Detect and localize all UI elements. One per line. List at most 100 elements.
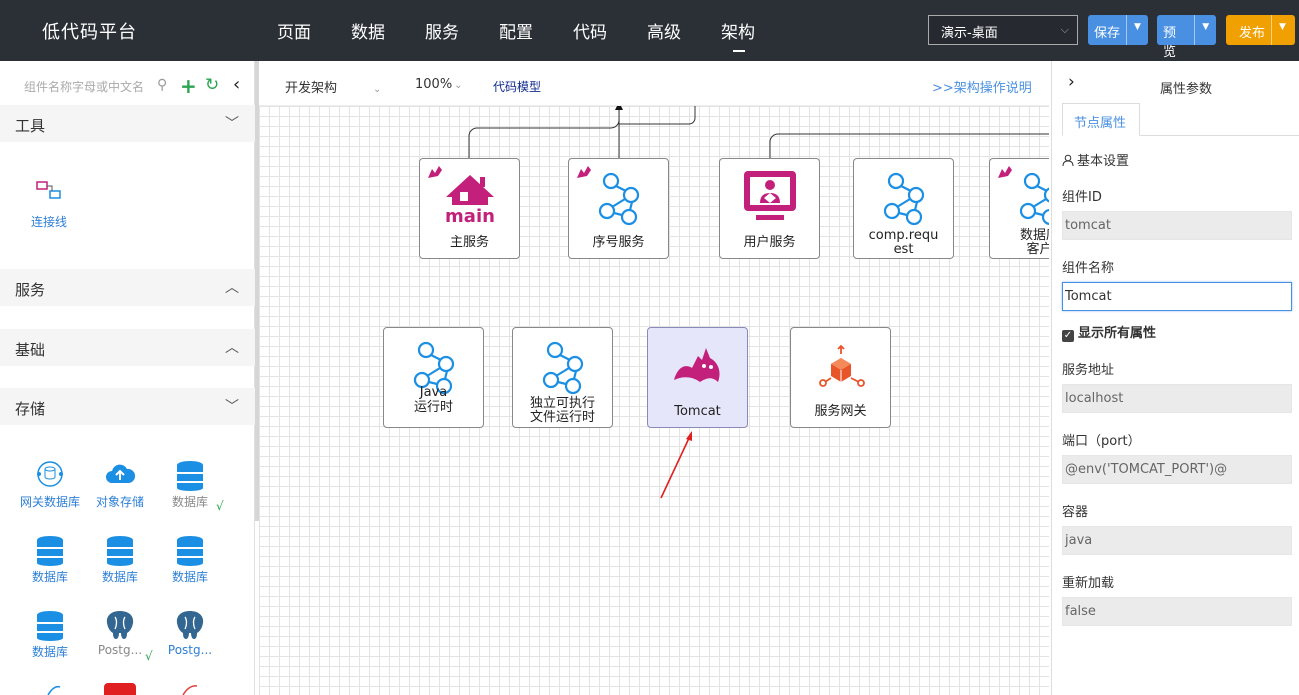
chevron-down-icon: ⌄ xyxy=(454,80,463,91)
node-label: 数据库 xyxy=(1019,228,1049,243)
main-menu: 页面 数据 服务 配置 代码 高级 架构 xyxy=(277,18,795,52)
collapse-left-icon[interactable]: ‹ xyxy=(233,74,241,95)
service-address-field[interactable]: localhost xyxy=(1062,384,1292,413)
palette-item-label: 连接线 xyxy=(30,215,67,229)
service-address-label: 服务地址 xyxy=(1062,363,1115,378)
node-user-service[interactable]: 用户服务 xyxy=(719,158,820,259)
canvas-toolbar: 开发架构⌄ 100%⌄ 代码模型 >>架构操作说明 xyxy=(259,61,1049,106)
database-icon xyxy=(155,534,225,568)
save-dropdown-caret-icon[interactable]: ▼ xyxy=(1126,15,1148,45)
node-sequence-service[interactable]: 序号服务 xyxy=(568,158,669,259)
palette-item-label: 数据库 xyxy=(171,570,208,584)
section-storage[interactable]: 存储 ﹀ xyxy=(0,388,255,425)
graph-icon xyxy=(854,167,953,229)
partial-palette-icon xyxy=(104,683,136,695)
menu-config[interactable]: 配置 xyxy=(499,23,533,43)
preview-button[interactable]: 预览 ▼ xyxy=(1157,15,1216,60)
palette-item-postgresql[interactable]: Postg... xyxy=(85,609,155,657)
section-service-title: 服务 xyxy=(15,281,46,299)
section-tools[interactable]: 工具 ﹀ xyxy=(0,105,255,142)
component-search-input[interactable]: 组件名称字母或中文名 xyxy=(24,80,145,94)
save-button[interactable]: 保存 ▼ xyxy=(1088,15,1148,45)
gateway-cube-icon xyxy=(791,336,890,398)
code-model-link[interactable]: 代码模型 xyxy=(493,80,542,94)
mode-select-value: 开发架构 xyxy=(285,81,338,96)
refresh-icon[interactable]: ↻ xyxy=(205,75,220,95)
properties-tabs: 节点属性 xyxy=(1062,103,1299,136)
palette-item-label: Postg... xyxy=(97,643,143,657)
palette-item-database[interactable]: 数据库 xyxy=(85,534,155,585)
show-all-properties-label: 显示所有属性 xyxy=(1078,326,1157,341)
menu-page[interactable]: 页面 xyxy=(277,23,311,43)
preview-dropdown-caret-icon[interactable]: ▼ xyxy=(1194,15,1216,45)
graph-icon xyxy=(513,336,612,398)
palette-item-label: 对象存储 xyxy=(95,495,144,509)
container-label: 容器 xyxy=(1062,505,1089,520)
partial-palette-icon xyxy=(47,685,61,695)
palette-item-database[interactable]: 数据库 xyxy=(155,534,225,585)
palette-item-database[interactable]: 数据库 xyxy=(15,609,85,660)
section-tools-title: 工具 xyxy=(15,117,46,135)
section-storage-title: 存储 xyxy=(15,400,46,418)
node-main-service[interactable]: main 主服务 xyxy=(419,158,520,259)
port-label: 端口（port） xyxy=(1062,434,1141,449)
tab-node-properties[interactable]: 节点属性 xyxy=(1062,103,1140,136)
container-field[interactable]: java xyxy=(1062,526,1292,555)
chevron-up-icon: ︿ xyxy=(225,280,239,296)
database-icon xyxy=(155,459,225,493)
menu-advanced[interactable]: 高级 xyxy=(647,23,681,43)
palette-item-connector[interactable]: 连接线 xyxy=(14,179,84,230)
menu-service[interactable]: 服务 xyxy=(425,23,459,43)
port-field[interactable]: @env('TOMCAT_PORT')@ xyxy=(1062,455,1292,484)
component-id-field[interactable]: tomcat xyxy=(1062,211,1292,240)
palette-item-database[interactable]: 数据库 xyxy=(15,534,85,585)
mode-select[interactable]: 开发架构⌄ xyxy=(285,77,381,96)
publish-label: 发布 xyxy=(1239,26,1266,41)
publish-dropdown-caret-icon[interactable]: ▼ xyxy=(1271,15,1293,45)
node-label: comp.requ xyxy=(868,228,939,243)
chevron-up-icon: ︿ xyxy=(225,340,239,356)
palette-item-gateway-db[interactable]: 网关数据库 xyxy=(15,459,85,510)
zoom-select[interactable]: 100%⌄ xyxy=(415,77,463,92)
architecture-help-link[interactable]: >>架构操作说明 xyxy=(932,81,1032,96)
menu-code[interactable]: 代码 xyxy=(573,23,607,43)
collapse-right-icon[interactable]: › xyxy=(1068,72,1075,92)
menu-architecture[interactable]: 架构 xyxy=(721,18,755,52)
node-label-line2: 文件运行时 xyxy=(529,410,595,425)
reload-field[interactable]: false xyxy=(1062,597,1292,626)
section-service[interactable]: 服务 ︿ xyxy=(0,269,255,306)
graph-icon xyxy=(990,167,1049,229)
graph-icon xyxy=(569,167,668,229)
tomcat-tag-icon xyxy=(428,166,442,178)
menu-data[interactable]: 数据 xyxy=(351,23,385,43)
node-db-client[interactable]: 数据库 客户 xyxy=(989,158,1049,259)
node-tomcat[interactable]: Tomcat xyxy=(647,327,748,428)
node-service-gateway[interactable]: 服务网关 xyxy=(790,327,891,428)
tomcat-icon xyxy=(648,336,747,398)
node-comp-request[interactable]: comp.requ est xyxy=(853,158,954,259)
node-java-runtime[interactable]: Java 运行时 xyxy=(383,327,484,428)
palette-item-database[interactable]: 数据库 xyxy=(155,459,225,510)
node-executable-runtime[interactable]: 独立可执行 文件运行时 xyxy=(512,327,613,428)
add-icon[interactable]: + xyxy=(180,74,197,98)
cloud-upload-icon xyxy=(85,459,155,493)
publish-button[interactable]: 发布 ▼ xyxy=(1226,15,1295,45)
left-scrollbar[interactable] xyxy=(255,61,259,521)
section-basic[interactable]: 基础 ︿ xyxy=(0,329,255,366)
tomcat-tag-icon xyxy=(998,166,1012,178)
preview-label: 预览 xyxy=(1163,26,1177,60)
project-select[interactable]: 演示-桌面 ⌵ xyxy=(928,15,1078,45)
node-label: Java xyxy=(419,385,448,400)
search-icon[interactable]: ⚲ xyxy=(157,77,168,93)
app-title: 低代码平台 xyxy=(42,22,137,43)
architecture-canvas[interactable]: main 主服务 序号服务 用户服务 comp.requ est 数据库 客户 xyxy=(259,106,1049,695)
palette-item-object-storage[interactable]: 对象存储 xyxy=(85,459,155,510)
node-label: 独立可执行 xyxy=(529,396,595,411)
show-all-properties-checkbox[interactable]: ✓显示所有属性 xyxy=(1062,322,1156,342)
component-name-field[interactable]: Tomcat xyxy=(1062,282,1292,311)
node-label-line2: 客户 xyxy=(1026,242,1049,257)
save-label: 保存 xyxy=(1094,26,1121,41)
basic-settings-label: 基本设置 xyxy=(1077,154,1130,169)
user-icon xyxy=(1062,154,1074,167)
palette-item-postgresql[interactable]: Postg... xyxy=(155,609,225,657)
